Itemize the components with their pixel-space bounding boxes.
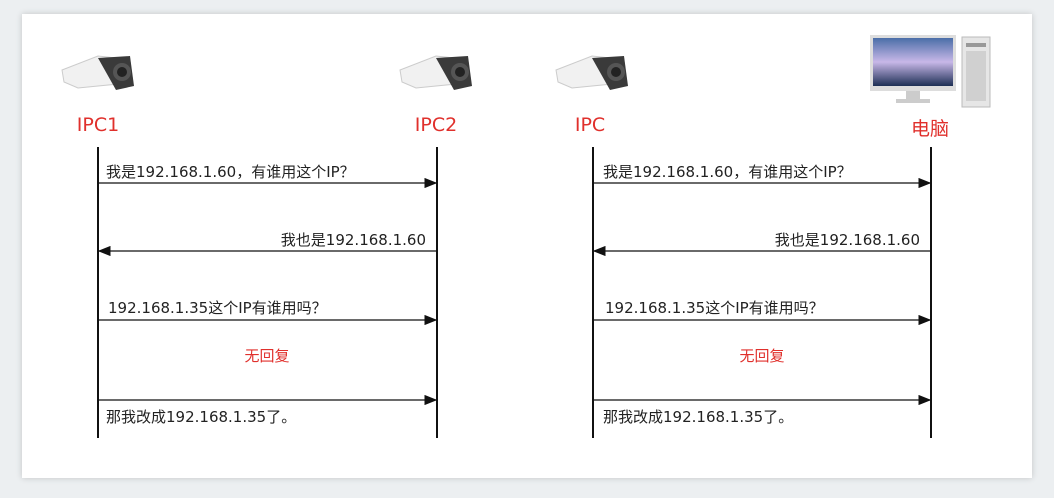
computer-icon bbox=[870, 35, 991, 108]
message-label: 我是192.168.1.60，有谁用这个IP？ bbox=[603, 163, 852, 181]
camera-icon bbox=[61, 55, 134, 90]
message-label: 那我改成192.168.1.35了。 bbox=[603, 408, 794, 426]
message-label: 我是192.168.1.60，有谁用这个IP？ bbox=[106, 163, 355, 181]
no-reply-label: 无回复 bbox=[739, 347, 785, 365]
actor-label: 电脑 bbox=[910, 118, 950, 140]
actor-label: IPC bbox=[574, 114, 606, 136]
message-label: 我也是192.168.1.60 bbox=[774, 231, 920, 249]
actor-label: IPC2 bbox=[414, 114, 458, 136]
no-reply-label: 无回复 bbox=[244, 347, 290, 365]
diagram-panel bbox=[22, 14, 1032, 478]
camera-icon bbox=[555, 55, 628, 90]
message-label: 我也是192.168.1.60 bbox=[280, 231, 426, 249]
actor-label: IPC1 bbox=[76, 114, 120, 136]
message-label: 192.168.1.35这个IP有谁用吗？ bbox=[108, 299, 327, 317]
message-label: 192.168.1.35这个IP有谁用吗？ bbox=[605, 299, 824, 317]
message-label: 那我改成192.168.1.35了。 bbox=[106, 408, 297, 426]
camera-icon bbox=[399, 55, 472, 90]
